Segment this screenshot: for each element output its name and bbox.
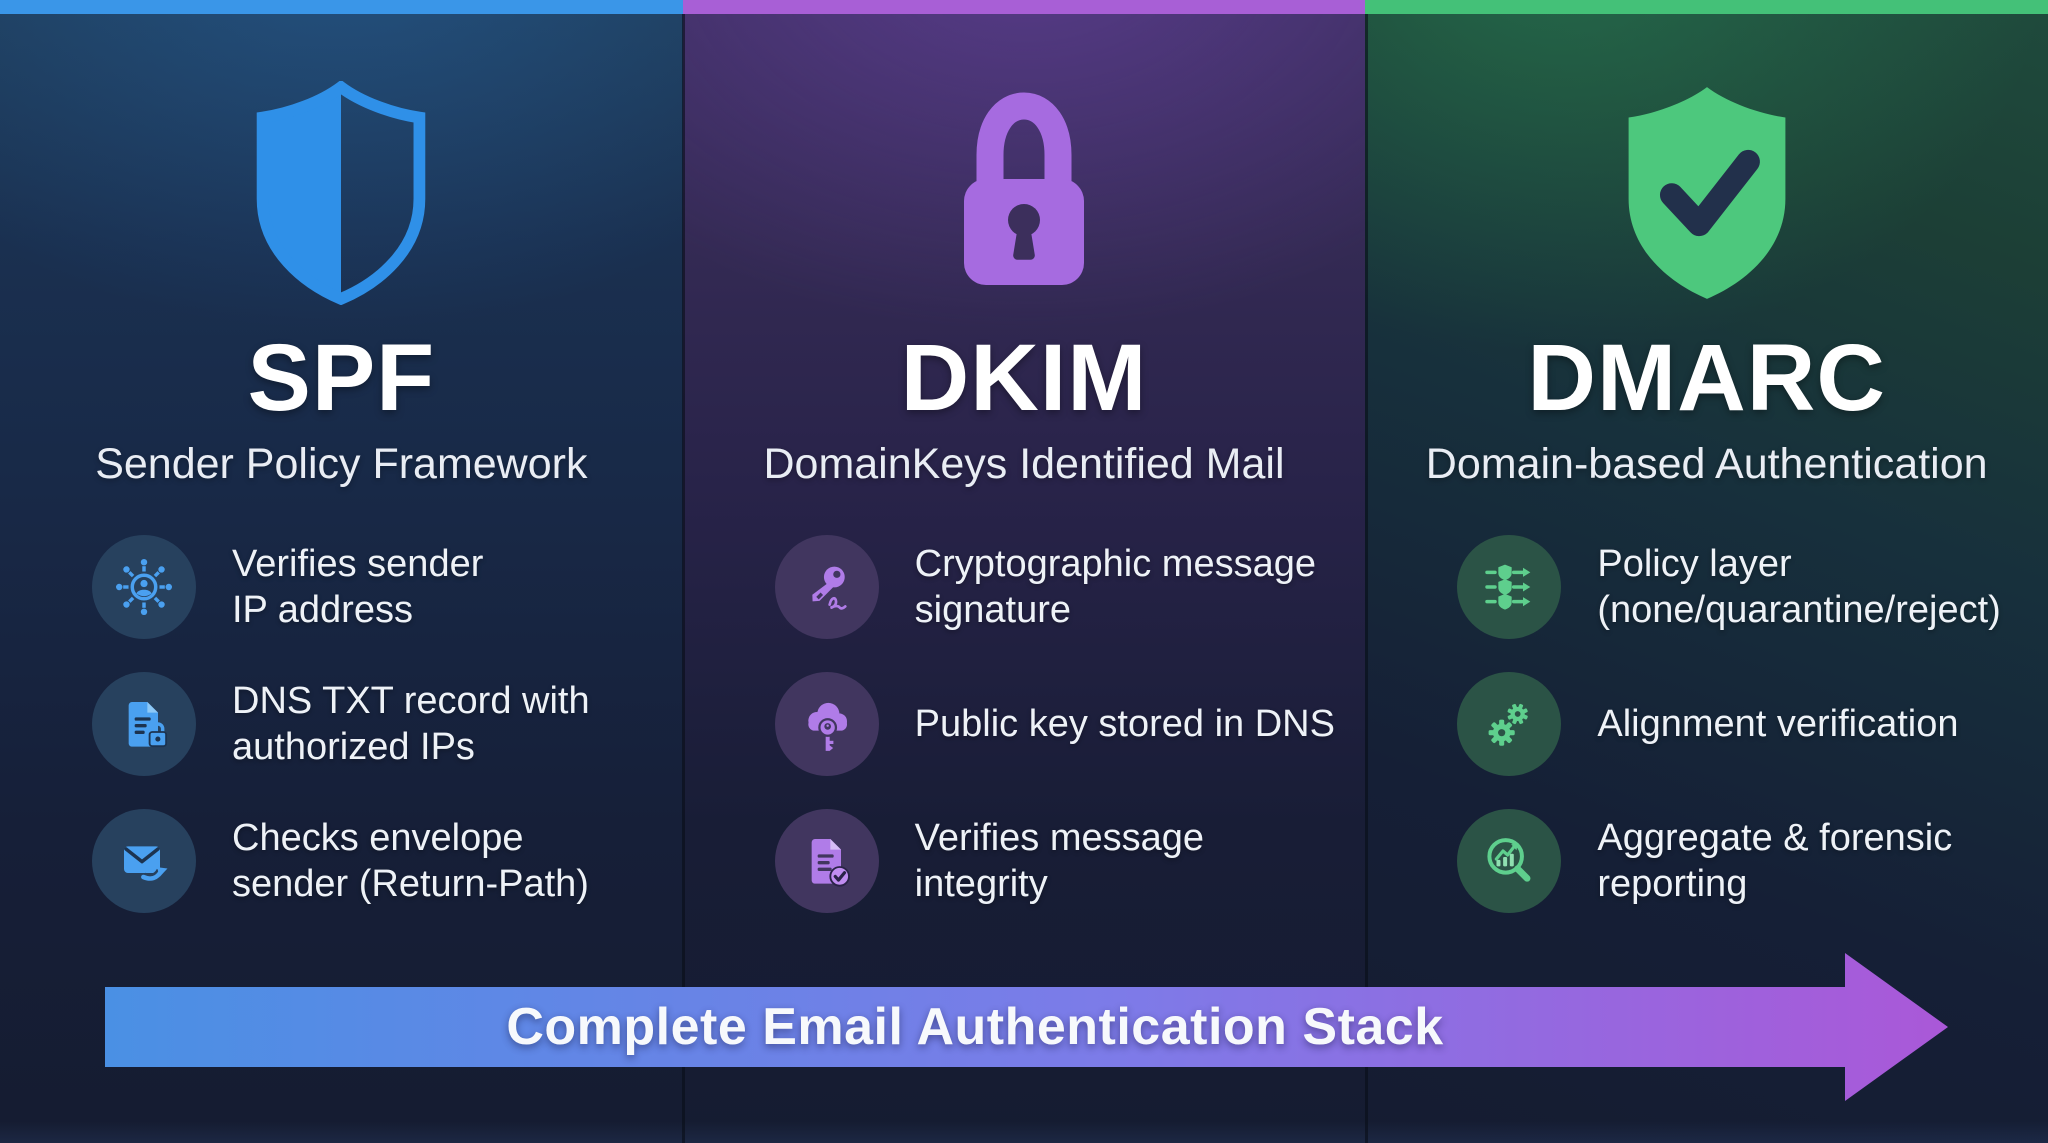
check-shield-icon bbox=[1609, 80, 1805, 305]
bullet-text: Verifies sender IP address bbox=[232, 543, 484, 632]
document-check-icon bbox=[774, 809, 879, 914]
spf-bullets: Verifies sender IP address bbox=[0, 535, 683, 946]
bullet-text: Policy layer (none/quarantine/reject) bbox=[1597, 543, 2001, 632]
column-dmarc: DMARC Domain-based Authentication bbox=[1365, 14, 2048, 1143]
column-divider bbox=[1365, 14, 1368, 1143]
spf-title: SPF bbox=[247, 325, 436, 431]
chart-magnifier-icon bbox=[1457, 809, 1562, 914]
list-item: Cryptographic message signature bbox=[774, 535, 1366, 640]
envelope-sender-icon bbox=[92, 809, 196, 914]
column-dkim: DKIM DomainKeys Identified Mail Cryptogr… bbox=[682, 14, 1366, 1143]
key-signature-icon bbox=[774, 535, 879, 640]
spf-accent-segment bbox=[0, 0, 683, 14]
bullet-text: Cryptographic message signature bbox=[914, 543, 1316, 632]
bullet-text: DNS TXT record with authorized IPs bbox=[232, 680, 590, 769]
dmarc-accent-segment bbox=[1365, 0, 2048, 14]
dkim-accent-segment bbox=[682, 0, 1366, 14]
list-item: Alignment verification bbox=[1457, 672, 2048, 777]
half-shield-icon bbox=[243, 80, 439, 305]
cloud-key-icon bbox=[774, 672, 879, 777]
bullet-text: Verifies message integrity bbox=[914, 817, 1205, 906]
gears-icon bbox=[1457, 672, 1562, 777]
top-accent-bar bbox=[0, 0, 2048, 14]
bottom-glow bbox=[0, 1121, 2048, 1143]
padlock-icon bbox=[924, 80, 1124, 305]
dmarc-title: DMARC bbox=[1527, 325, 1886, 431]
bullet-text: Public key stored in DNS bbox=[914, 703, 1335, 746]
dkim-subtitle: DomainKeys Identified Mail bbox=[763, 440, 1285, 488]
list-item: Verifies sender IP address bbox=[92, 535, 683, 640]
dns-record-lock-icon bbox=[92, 672, 196, 777]
column-divider bbox=[682, 14, 685, 1143]
dkim-title: DKIM bbox=[900, 325, 1148, 431]
list-item: Checks envelope sender (Return-Path) bbox=[92, 809, 683, 914]
spf-subtitle: Sender Policy Framework bbox=[95, 440, 588, 488]
columns: SPF Sender Policy Framework bbox=[0, 14, 2048, 1143]
dmarc-subtitle: Domain-based Authentication bbox=[1425, 440, 1988, 488]
list-item: Policy layer (none/quarantine/reject) bbox=[1457, 535, 2048, 640]
gradient-arrow-banner bbox=[105, 953, 1948, 1101]
bullet-text: Alignment verification bbox=[1597, 703, 1959, 746]
banner-label: Complete Email Authentication Stack bbox=[506, 998, 1444, 1056]
bullet-text: Aggregate & forensic reporting bbox=[1597, 817, 1953, 906]
list-item: DNS TXT record with authorized IPs bbox=[92, 672, 683, 777]
dmarc-bullets: Policy layer (none/quarantine/reject) bbox=[1365, 535, 2048, 946]
policy-shields-icon bbox=[1457, 535, 1562, 640]
column-spf: SPF Sender Policy Framework bbox=[0, 14, 683, 1143]
list-item: Aggregate & forensic reporting bbox=[1457, 809, 2048, 914]
list-item: Verifies message integrity bbox=[774, 809, 1366, 914]
network-hub-icon bbox=[92, 535, 196, 640]
bullet-text: Checks envelope sender (Return-Path) bbox=[232, 817, 589, 906]
list-item: Public key stored in DNS bbox=[774, 672, 1366, 777]
dkim-bullets: Cryptographic message signature bbox=[683, 535, 1366, 946]
